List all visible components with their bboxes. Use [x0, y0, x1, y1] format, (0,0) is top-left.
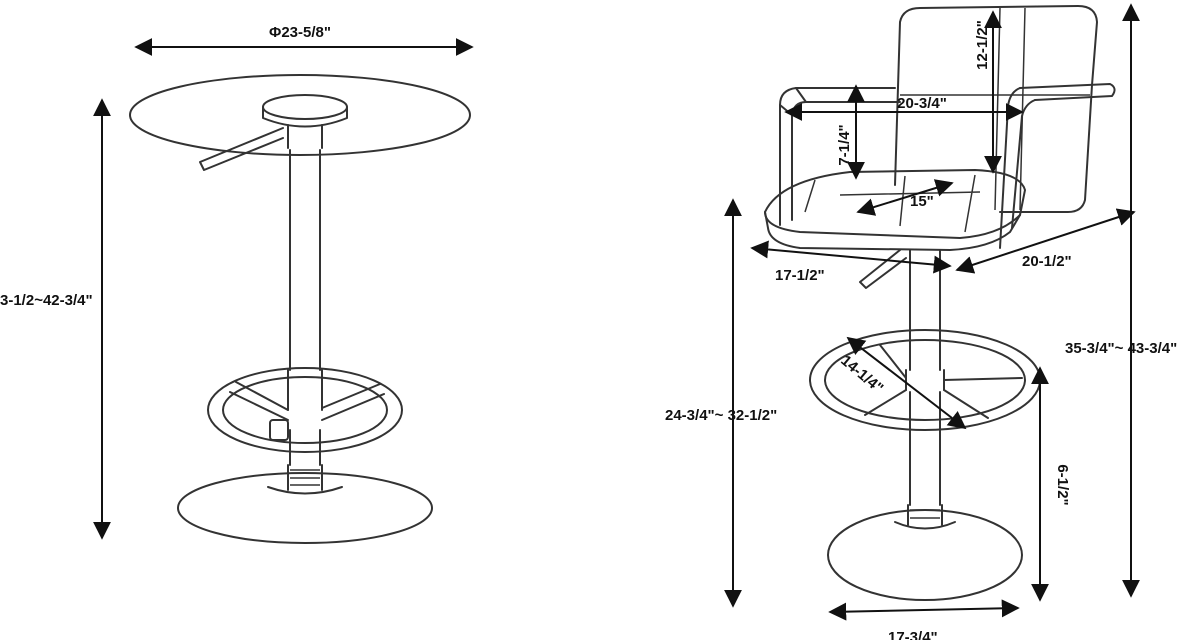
base-diameter-arrow: [828, 599, 1020, 621]
base-diameter-label: 17-3/4": [888, 629, 938, 640]
seat-depth-label: 15": [910, 193, 934, 210]
seat-width-label: 17-1/2": [775, 267, 825, 284]
arm-height-label: 7-1/4": [836, 124, 853, 165]
bar-table-drawing: [129, 74, 471, 544]
seat-width-arrow: [750, 240, 952, 274]
overall-depth-arrow: [955, 208, 1136, 274]
back-height-label: 12-1/2": [974, 20, 991, 70]
footrest-label: 14-1/4": [837, 352, 886, 397]
arm-width-label: 20-3/4": [897, 95, 947, 112]
seat-height-label: 24-3/4"~ 32-1/2": [665, 407, 777, 424]
table-diameter-label: Φ23-5/8": [269, 24, 331, 41]
overall-depth-label: 20-1/2": [1022, 253, 1072, 270]
footrest-height-label: 6-1/2": [1054, 464, 1071, 505]
overall-height-label: 35-3/4"~ 43-3/4": [1065, 340, 1177, 357]
seat-depth-arrow: [856, 179, 954, 216]
footrest-arrow: [846, 336, 967, 430]
table-height-label: 3-1/2~42-3/4": [0, 292, 93, 309]
